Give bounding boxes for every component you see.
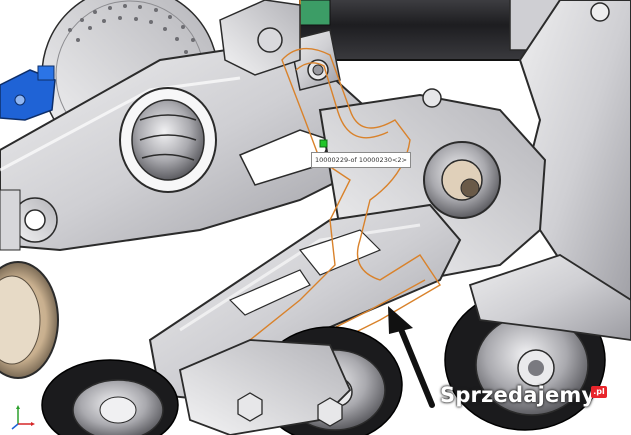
coordinate-triad-icon [11,405,35,430]
bottom-bracket[interactable] [178,339,352,435]
roller-left[interactable] [41,359,179,435]
direction-arrow-icon [388,306,435,408]
right-lower-link[interactable] [468,254,631,341]
selection-point-icon[interactable] [319,139,328,148]
watermark-text: Sprzedajemy [440,383,596,407]
swingarm-link[interactable] [0,43,382,252]
brake-caliper[interactable] [0,65,56,121]
watermark-badge: .pl [591,386,607,398]
left-bushing[interactable] [0,189,59,379]
shock-clevis[interactable] [219,0,301,76]
selection-tooltip: 10000229-of 10000230<2> [311,152,411,168]
